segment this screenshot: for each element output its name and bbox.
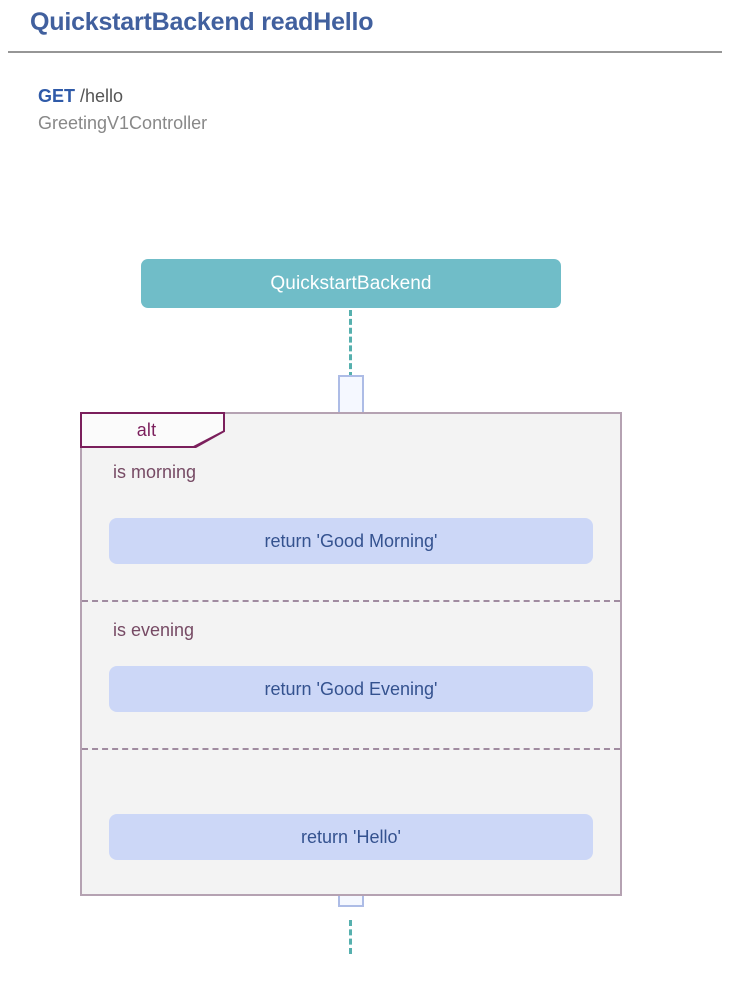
endpoint-method: GET xyxy=(38,86,76,106)
message-box-1[interactable]: return 'Good Morning' xyxy=(109,518,593,564)
alt-tab-label: alt xyxy=(136,419,157,440)
message-box-3[interactable]: return 'Hello' xyxy=(109,814,593,860)
page-title: QuickstartBackend readHello xyxy=(30,8,374,36)
lifeline-top xyxy=(349,310,352,378)
message-label-2: return 'Good Evening' xyxy=(264,678,438,699)
endpoint-line: GET /hello xyxy=(38,86,123,107)
participant-label: QuickstartBackend xyxy=(270,272,432,294)
message-label-1: return 'Good Morning' xyxy=(264,530,438,551)
participant-quickstartbackend[interactable]: QuickstartBackend xyxy=(141,259,561,308)
alt-divider-1 xyxy=(82,600,620,602)
lifeline-bottom xyxy=(349,920,352,954)
message-label-3: return 'Hello' xyxy=(301,826,401,847)
alt-condition-1: is morning xyxy=(113,462,197,482)
title-divider xyxy=(8,51,722,53)
endpoint-controller: GreetingV1Controller xyxy=(38,113,208,133)
alt-condition-2: is evening xyxy=(113,620,195,640)
alt-divider-2 xyxy=(82,748,620,750)
endpoint-path: /hello xyxy=(80,86,124,106)
message-box-2[interactable]: return 'Good Evening' xyxy=(109,666,593,712)
alt-tab: alt xyxy=(82,414,223,446)
